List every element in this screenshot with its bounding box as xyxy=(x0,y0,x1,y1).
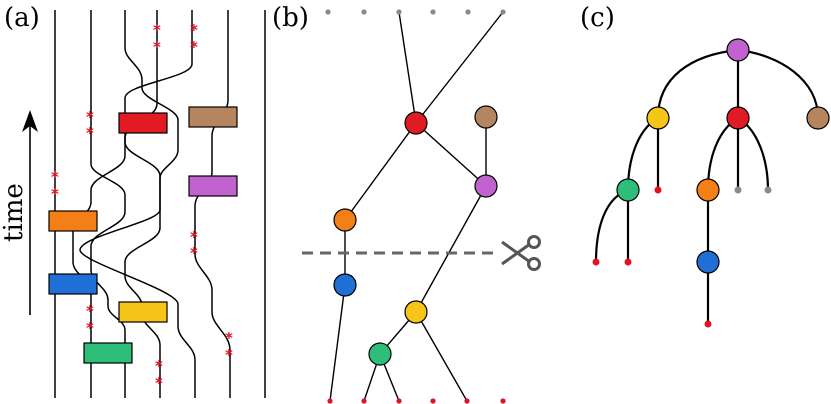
measurement-star: * xyxy=(225,329,233,347)
measurement-star: * xyxy=(155,357,163,375)
node-blue xyxy=(696,250,720,274)
tree-b-bottom-leaves xyxy=(327,398,506,404)
node-blue xyxy=(333,273,357,297)
measurement-star: * xyxy=(190,228,198,246)
gate-brown xyxy=(188,106,238,128)
node-purple xyxy=(474,174,498,198)
wire-5 xyxy=(79,10,196,398)
tree-c-nodes xyxy=(616,38,830,274)
node-orange xyxy=(333,208,357,232)
measurement-star: * xyxy=(86,302,94,320)
tree-b-edges xyxy=(329,11,504,402)
node-red xyxy=(726,106,750,130)
panel-b-label: (b) xyxy=(272,3,309,33)
node-yellow xyxy=(404,300,428,324)
node-yellow xyxy=(646,106,670,130)
measurement-star: * xyxy=(86,319,94,337)
wire-3 xyxy=(90,10,126,398)
node-red xyxy=(404,111,428,135)
panel-b: (b) xyxy=(272,3,541,404)
measurement-star: * xyxy=(51,185,59,203)
circuit-wires xyxy=(54,10,266,398)
tree-c-leaves xyxy=(592,186,772,328)
node-orange xyxy=(696,178,720,202)
measurement-star: * xyxy=(190,38,198,56)
panel-a-label: (a) xyxy=(4,3,40,33)
gate-green xyxy=(83,342,133,364)
gate-blue xyxy=(48,273,98,295)
node-brown xyxy=(806,106,830,130)
wire-4 xyxy=(124,10,193,398)
node-green xyxy=(616,178,640,202)
scissors-icon xyxy=(501,235,541,271)
measurement-star: * xyxy=(51,168,59,186)
gate-yellow xyxy=(118,301,168,323)
time-axis-label: time xyxy=(0,183,29,242)
measurement-star: * xyxy=(86,124,94,142)
node-purple xyxy=(726,38,750,62)
measurement-star: * xyxy=(190,244,198,262)
gate-red xyxy=(118,112,168,134)
measurements: * * * * * * * * * * * * * * * * xyxy=(51,21,233,392)
panel-c-label: (c) xyxy=(580,3,615,33)
panel-c: (c) xyxy=(580,3,830,328)
measurement-star: * xyxy=(86,108,94,126)
tree-b-nodes xyxy=(333,105,498,366)
gate-orange xyxy=(48,210,98,232)
measurement-star: * xyxy=(153,21,161,39)
measurement-star: * xyxy=(153,38,161,56)
wire-2 xyxy=(72,10,158,398)
node-brown xyxy=(474,105,498,129)
gates xyxy=(48,106,238,364)
measurement-star: * xyxy=(155,374,163,392)
up-arrow-icon xyxy=(22,110,38,132)
panel-a: (a) time * * * * * xyxy=(0,3,266,398)
tree-b-top-leaves xyxy=(325,9,506,15)
node-green xyxy=(368,342,392,366)
measurement-star: * xyxy=(225,346,233,364)
measurement-star: * xyxy=(190,21,198,39)
gate-purple xyxy=(188,175,238,197)
